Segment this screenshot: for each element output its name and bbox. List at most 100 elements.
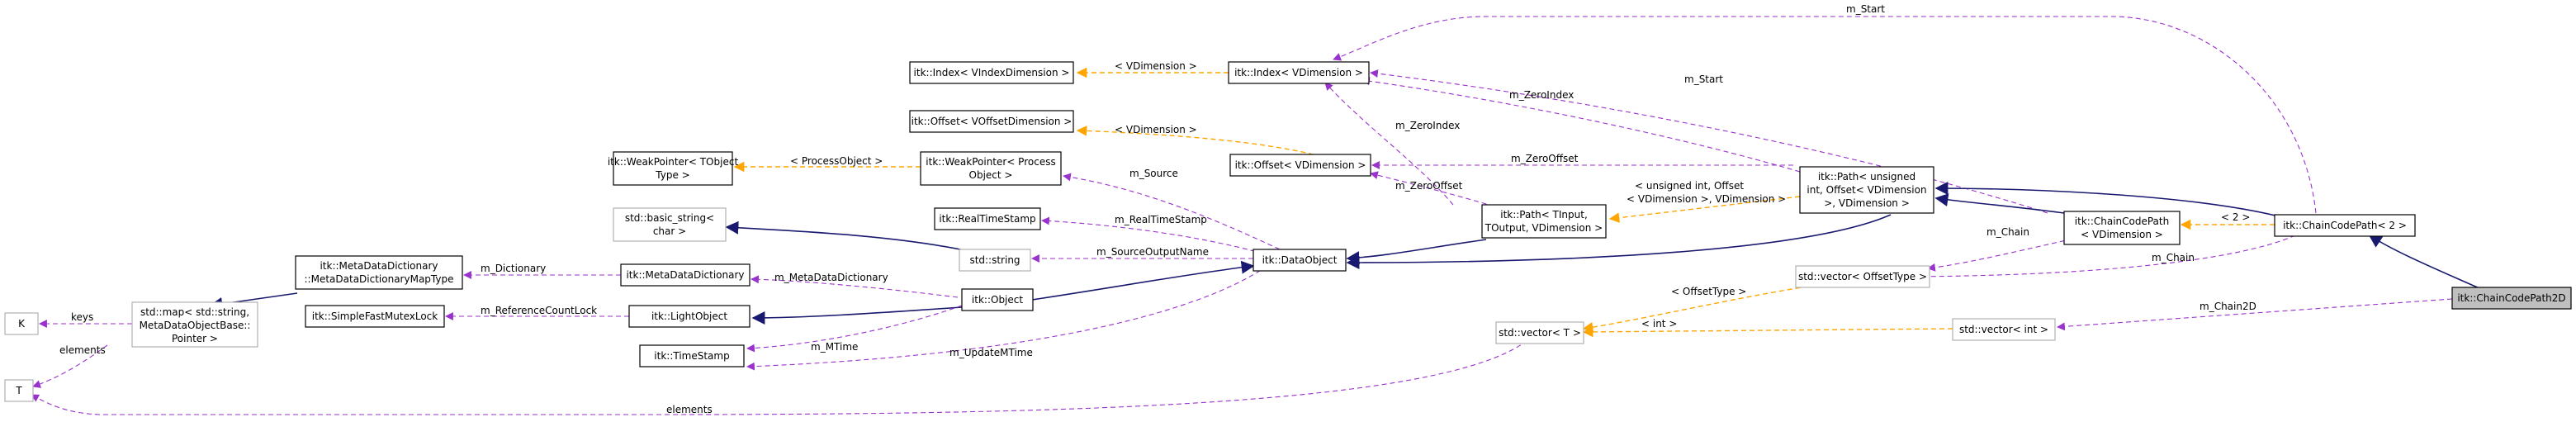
svg-text:itk::Index< VIndexDimension >: itk::Index< VIndexDimension > (914, 67, 1070, 78)
edge-label-elements-2: elements (666, 404, 713, 415)
edge-label-m-chain-1: m_Chain (1986, 226, 2029, 238)
svg-text:char >: char > (653, 225, 686, 237)
edge-label-unsigned-offset-2: < VDimension >, VDimension > (1627, 193, 1786, 205)
edge-label-m-sourceoutputname: m_SourceOutputName (1096, 246, 1209, 258)
svg-text:std::string: std::string (969, 254, 1020, 266)
node-metadatadictionary-maptype[interactable]: itk::MetaDataDictionary ::MetaDataDictio… (295, 255, 463, 290)
svg-text:itk::ChainCodePath< 2 >: itk::ChainCodePath< 2 > (2283, 220, 2407, 231)
edge-label-vdimension-offset: < VDimension > (1115, 124, 1197, 135)
edge-m-start (1370, 69, 2048, 214)
node-simplefastmutexlock[interactable]: itk::SimpleFastMutexLock (305, 305, 445, 328)
edge-elements-bottom (31, 339, 1528, 415)
node-k[interactable]: K (4, 312, 39, 335)
node-path-tinput[interactable]: itk::Path< TInput, TOutput, VDimension > (1481, 204, 1607, 239)
svg-text:itk::WeakPointer< TObject: itk::WeakPointer< TObject (608, 156, 739, 168)
node-offset-voffsetdimension[interactable]: itk::Offset< VOffsetDimension > (909, 110, 1074, 133)
edge-labels: m_Start m_Start < VDimension > < VDimens… (59, 3, 2256, 415)
edge-m-mtime (746, 305, 963, 353)
edge-label-int: < int > (1641, 318, 1677, 330)
node-object[interactable]: itk::Object (961, 288, 1034, 311)
svg-text:itk::Object: itk::Object (972, 294, 1023, 306)
node-std-string[interactable]: std::string (959, 249, 1031, 272)
node-std-map[interactable]: std::map< std::string, MetaDataObjectBas… (131, 301, 258, 348)
node-vector-t[interactable]: std::vector< T > (1495, 321, 1584, 344)
edge-label-m-chain2d: m_Chain2D (2200, 301, 2256, 312)
svg-text:K: K (18, 318, 26, 330)
edge-label-m-source: m_Source (1129, 168, 1178, 179)
svg-text:itk::ChainCodePath2D: itk::ChainCodePath2D (2457, 292, 2565, 304)
node-std-basic-string[interactable]: std::basic_string< char > (613, 207, 727, 242)
edge-lightobject-object (751, 306, 963, 325)
svg-text:std::map< std::string,: std::map< std::string, (140, 306, 249, 318)
edge-label-m-zerooffset-1: m_ZeroOffset (1511, 153, 1579, 164)
node-chaincodepath2d[interactable]: itk::ChainCodePath2D (2451, 287, 2572, 310)
edge-label-keys: keys (71, 311, 93, 323)
edge-m-realtimestamp (1041, 216, 1264, 254)
edge-label-offsettype: < OffsetType > (1671, 286, 1746, 297)
edge-label-m-zeroindex-1: m_ZeroIndex (1395, 120, 1460, 131)
svg-text:int, Offset< VDimension: int, Offset< VDimension (1807, 184, 1926, 196)
edge-int (1582, 326, 1953, 338)
edge-vdimension-offset (1076, 126, 1330, 160)
svg-text:itk::SimpleFastMutexLock: itk::SimpleFastMutexLock (312, 311, 438, 322)
edge-ccp2d-ccp2 (2368, 235, 2482, 290)
node-timestamp[interactable]: itk::TimeStamp (639, 344, 745, 367)
edge-ccp-vdim-path (1934, 193, 2065, 214)
edge-label-elements-1: elements (59, 344, 106, 356)
svg-text:>, VDimension >: >, VDimension > (1824, 197, 1910, 209)
node-chaincodepath-vdimension[interactable]: itk::ChainCodePath < VDimension > (2063, 211, 2181, 245)
edge-m-source (1063, 173, 1281, 250)
node-vector-int[interactable]: std::vector< int > (1952, 318, 2056, 341)
edge-m-chain-1 (1927, 235, 2090, 272)
node-realtimestamp[interactable]: itk::RealTimeStamp (934, 207, 1041, 230)
svg-text:itk::Offset< VDimension >: itk::Offset< VDimension > (1235, 159, 1366, 171)
edge-label-m-zerooffset-2: m_ZeroOffset (1395, 180, 1463, 192)
svg-text:itk::WeakPointer< Process: itk::WeakPointer< Process (926, 156, 1055, 168)
svg-text:TOutput, VDimension >: TOutput, VDimension > (1485, 222, 1603, 234)
edge-label-m-updatemtime: m_UpdateMTime (949, 347, 1033, 358)
svg-text:itk::Offset< VOffsetDimension: itk::Offset< VOffsetDimension > (912, 116, 1073, 127)
svg-text:itk::MetaDataDictionary: itk::MetaDataDictionary (626, 269, 744, 281)
edge-label-m-dictionary: m_Dictionary (481, 263, 546, 274)
edge-label-m-chain-2: m_Chain (2152, 252, 2195, 263)
edge-m-zeroindex-2 (1361, 77, 1801, 173)
svg-text:itk::LightObject: itk::LightObject (651, 311, 727, 322)
edge-unsigned-offset (1608, 196, 1801, 223)
node-offset-vdimension[interactable]: itk::Offset< VDimension > (1229, 154, 1371, 177)
node-chaincodepath-2[interactable]: itk::ChainCodePath< 2 > (2274, 214, 2416, 237)
svg-text:Object >: Object > (969, 169, 1013, 181)
svg-text:Type >: Type > (655, 169, 689, 181)
edge-label-unsigned-offset-1: < unsigned int, Offset (1635, 180, 1744, 192)
svg-text:MetaDataObjectBase::: MetaDataObjectBase:: (140, 320, 251, 331)
svg-text:T: T (15, 385, 22, 396)
edge-m-updatemtime (746, 265, 1268, 371)
edge-m-zerooffset-2 (1370, 171, 1495, 207)
node-weakpointer-processobject[interactable]: itk::WeakPointer< Process Object > (920, 151, 1062, 186)
node-vector-offsettype[interactable]: std::vector< OffsetType > (1795, 265, 1930, 288)
edge-offsettype (1582, 282, 1834, 333)
svg-text:::MetaDataDictionaryMapType: ::MetaDataDictionaryMapType (305, 273, 454, 285)
edge-m-zeroindex-1 (1324, 82, 1454, 206)
svg-text:itk::Path< unsigned: itk::Path< unsigned (1818, 171, 1915, 183)
node-path-unsigned[interactable]: itk::Path< unsigned int, Offset< VDimens… (1799, 166, 1934, 214)
node-index-vdimension[interactable]: itk::Index< VDimension > (1228, 61, 1370, 84)
node-index-vindexdimension[interactable]: itk::Index< VIndexDimension > (909, 61, 1074, 84)
edge-label-processobject: < ProcessObject > (790, 155, 883, 167)
node-dataobject[interactable]: itk::DataObject (1252, 249, 1347, 272)
svg-text:< VDimension >: < VDimension > (2081, 229, 2163, 240)
svg-text:itk::Path< TInput,: itk::Path< TInput, (1500, 209, 1588, 220)
node-weakpointer-tobjecttype[interactable]: itk::WeakPointer< TObject Type > (608, 151, 739, 186)
svg-text:itk::ChainCodePath: itk::ChainCodePath (2075, 216, 2169, 227)
edge-label-m-start: m_Start (1684, 73, 1723, 85)
node-t[interactable]: T (4, 379, 34, 402)
edge-m-metadatadictionary (751, 275, 959, 298)
node-metadatadictionary[interactable]: itk::MetaDataDictionary (620, 263, 751, 287)
edge-label-m-start-top: m_Start (1846, 3, 1885, 15)
edge-ccp-2-path (1934, 182, 2280, 217)
edge-path-tinput-dataobject (1346, 239, 1487, 265)
node-lightobject[interactable]: itk::LightObject (628, 305, 751, 328)
svg-text:itk::RealTimeStamp: itk::RealTimeStamp (939, 213, 1035, 225)
edge-label-m-metadatadictionary: m_MetaDataDictionary (774, 272, 888, 283)
edge-elements-map (32, 344, 108, 388)
